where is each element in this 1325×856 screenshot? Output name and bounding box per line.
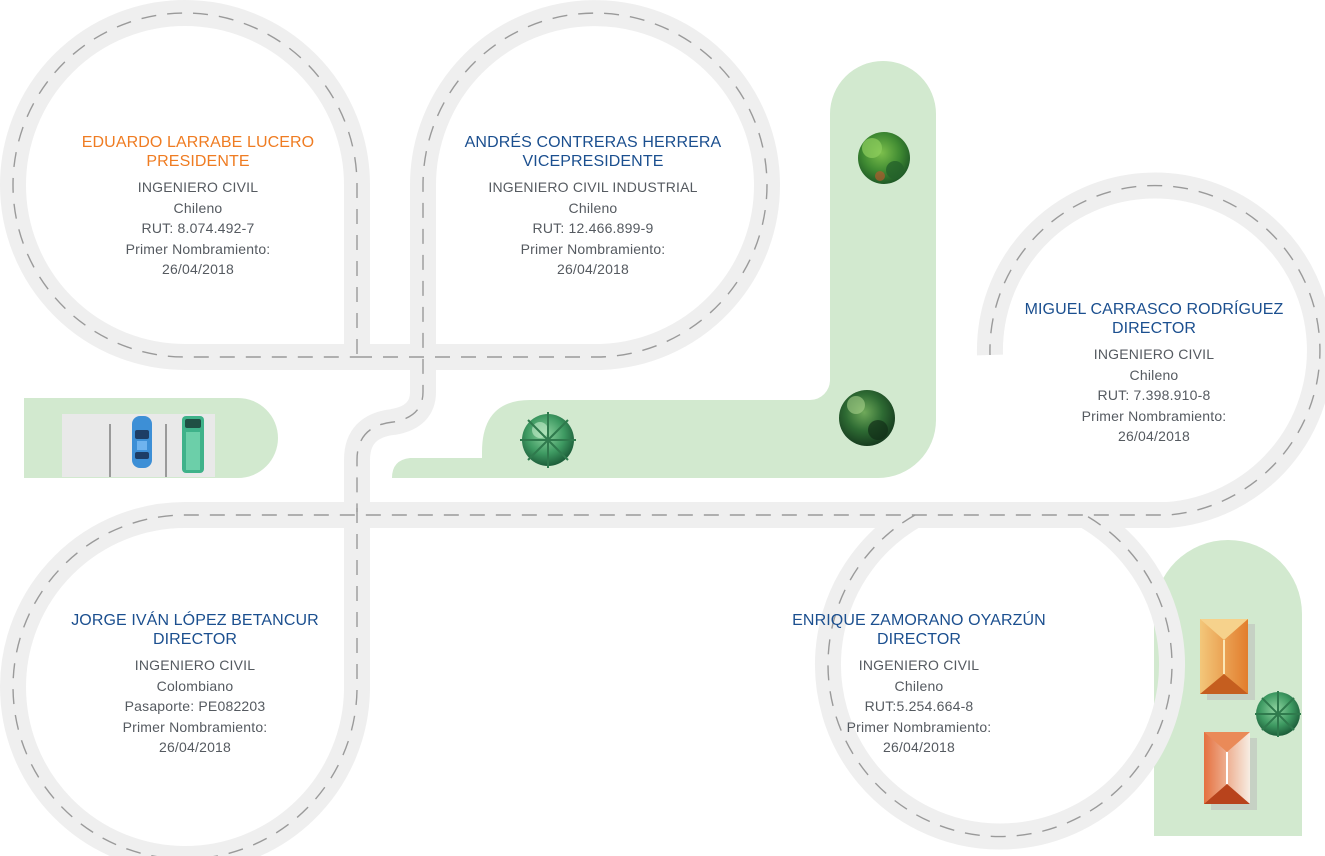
trees [520,132,1301,737]
member-id: RUT: 12.466.899-9 [532,220,654,236]
member-appointment-label: Primer Nombramiento: [520,240,666,257]
member-appointment-date: 26/04/2018 [1117,428,1191,444]
member-nationality: Chileno [1129,366,1179,383]
parking-lot [62,414,215,477]
member-card-director-zamorano: ENRIQUE ZAMORANO OYARZÚN DIRECTOR INGENI… [769,612,1069,758]
member-appointment-label: Primer Nombramiento: [125,240,271,257]
member-nationality: Chileno [173,199,223,216]
tree-icon [1255,691,1301,737]
member-id: RUT:5.254.664-8 [864,698,974,714]
member-nationality: Chileno [894,677,944,694]
house-roof-icon [1204,732,1257,810]
member-name: EDUARDO LARRABE LUCERO [81,134,315,151]
member-appointment-label: Primer Nombramiento: [846,718,992,735]
member-appointment-date: 26/04/2018 [556,261,630,277]
member-appointment-date: 26/04/2018 [161,261,235,277]
member-appointment-date: 26/04/2018 [882,739,956,755]
member-nationality: Colombiano [156,677,234,694]
member-profession: INGENIERO CIVIL [1093,346,1215,362]
member-card-director-lopez: JORGE IVÁN LÓPEZ BETANCUR DIRECTOR INGEN… [45,612,345,758]
bush-icon [858,132,910,184]
houses [1200,619,1257,810]
member-role: DIRECTOR [1111,319,1197,337]
van-green-icon [182,416,204,473]
member-card-president: EDUARDO LARRABE LUCERO PRESIDENTE INGENI… [48,134,348,280]
member-id: RUT: 8.074.492-7 [141,220,255,236]
member-nationality: Chileno [568,199,618,216]
member-name: ANDRÉS CONTRERAS HERRERA [464,134,722,151]
member-name: ENRIQUE ZAMORANO OYARZÚN [792,612,1046,629]
member-appointment-date: 26/04/2018 [158,739,232,755]
house-roof-icon [1200,619,1255,700]
member-profession: INGENIERO CIVIL [858,657,980,673]
member-id: Pasaporte: PE082203 [124,698,266,714]
car-blue-icon [132,416,152,468]
member-card-director-carrasco: MIGUEL CARRASCO RODRÍGUEZ DIRECTOR INGEN… [1004,301,1304,447]
member-profession: INGENIERO CIVIL [137,179,259,195]
member-id: RUT: 7.398.910-8 [1097,387,1211,403]
tree-icon [520,412,576,468]
member-profession: INGENIERO CIVIL [134,657,256,673]
member-role: PRESIDENTE [146,152,250,170]
member-role: DIRECTOR [876,630,962,648]
member-appointment-label: Primer Nombramiento: [122,718,268,735]
member-card-vicepresident: ANDRÉS CONTRERAS HERRERA VICEPRESIDENTE … [443,134,743,280]
member-profession: INGENIERO CIVIL INDUSTRIAL [488,179,698,195]
member-name: MIGUEL CARRASCO RODRÍGUEZ [1024,301,1284,318]
tree-icon [839,390,895,446]
member-role: DIRECTOR [152,630,238,648]
member-appointment-label: Primer Nombramiento: [1081,407,1227,424]
member-name: JORGE IVÁN LÓPEZ BETANCUR [71,612,319,629]
member-role: VICEPRESIDENTE [522,152,664,170]
